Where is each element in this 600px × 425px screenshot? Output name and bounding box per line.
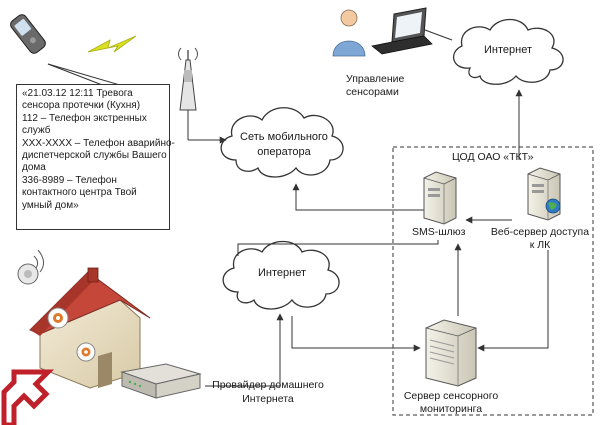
cloud-mobile-label-1: Сеть мобильного xyxy=(240,131,328,143)
router-icon xyxy=(120,363,202,399)
provider-label-1: Провайдер домашнего xyxy=(212,379,324,391)
sms-gateway-server-icon xyxy=(423,171,457,225)
sms-line: служб xyxy=(22,125,51,137)
sms-line: сенсора протечки (Кухня) xyxy=(22,100,141,112)
cloud-internet-mid-label: Интернет xyxy=(258,267,306,279)
sms-line: контактного центра Твой xyxy=(22,187,137,199)
laptop-icon xyxy=(371,7,433,55)
sms-line: умный дом» xyxy=(22,199,79,211)
cloud-internet-top-label: Интернет xyxy=(484,44,532,56)
user-icon xyxy=(332,9,366,57)
monitoring-label-2: мониторинга xyxy=(419,403,483,415)
wireless-sensor-icon xyxy=(17,249,44,285)
cloud-internet-top xyxy=(452,18,564,85)
link-web-monitoring xyxy=(477,250,549,352)
sms-line: 336-8989 – Телефон xyxy=(22,174,117,186)
sms-line: «21.03.12 12:11 Тревога xyxy=(22,88,133,99)
link-sms-mobile xyxy=(292,183,439,211)
motion-sensor-icon xyxy=(76,342,96,362)
antenna-icon xyxy=(178,47,198,111)
web-server-label-1: Веб-сервер доступа xyxy=(490,226,590,238)
provider-label-2: Интернета xyxy=(242,393,294,405)
link-internet-monitoring xyxy=(291,316,421,352)
cloud-internet-mid xyxy=(222,240,340,310)
management-label-1: Управление xyxy=(346,73,405,85)
sms-message-box: «21.03.12 12:11 Тревога сенсора протечки… xyxy=(16,84,175,230)
cloud-mobile-label-2: оператора xyxy=(257,146,311,158)
sms-line: дома xyxy=(22,162,46,174)
link-sms-internet xyxy=(237,240,439,256)
sms-gateway-label: SMS-шлюз xyxy=(412,226,466,238)
globe-icon xyxy=(545,198,561,214)
datacenter-boundary xyxy=(392,146,594,416)
monitoring-server-icon xyxy=(425,319,477,387)
web-server-label-2: к ЛК xyxy=(529,239,551,251)
datacenter-label: ЦОД ОАО «ТКТ» xyxy=(452,151,534,163)
sms-line: 112 – Телефон экстренных xyxy=(22,112,147,124)
link-provider-internet xyxy=(205,313,284,387)
link-user-internet xyxy=(424,29,453,41)
cloud-mobile-operator xyxy=(220,107,344,178)
sms-line: XXX-XXXX – Телефон аварийно- xyxy=(22,137,175,149)
lightning-icon xyxy=(87,35,137,53)
leak-sensor-icon xyxy=(47,307,69,329)
sms-line: диспетчерской службы Вашего xyxy=(22,150,167,162)
management-label-2: сенсорами xyxy=(346,86,399,98)
mobile-phone-icon xyxy=(10,14,46,54)
monitoring-label-1: Сервер сенсорного xyxy=(403,390,499,402)
red-arrow-icon xyxy=(1,369,55,425)
